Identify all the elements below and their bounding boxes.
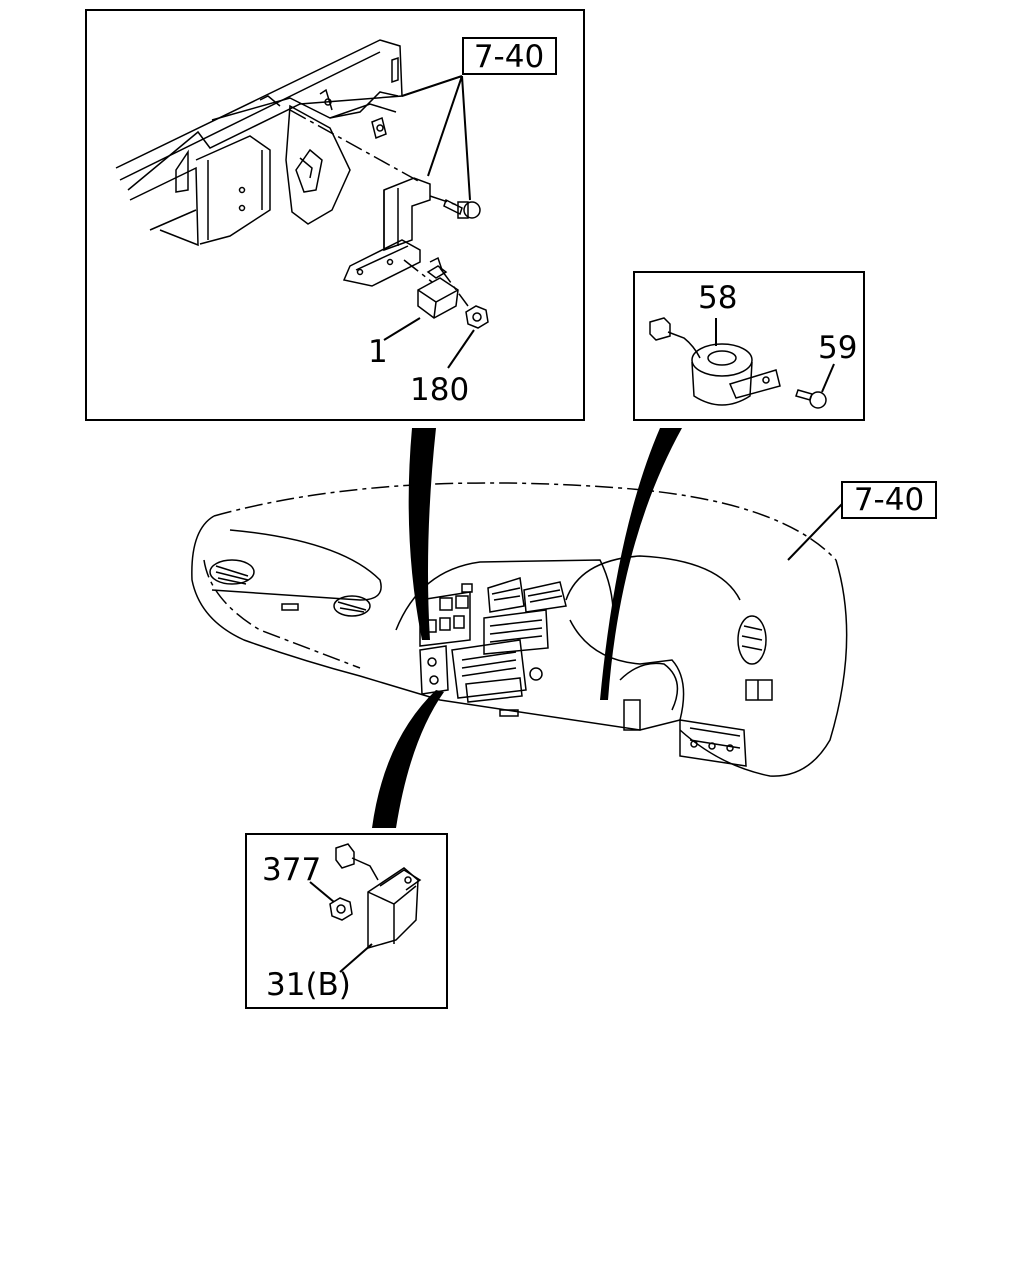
callout-box-ref-top	[462, 37, 557, 75]
inset-flasher: 377 31(B)	[245, 833, 448, 1009]
inset-frame-top-left	[85, 9, 585, 421]
inset-buzzer: 58 59	[633, 271, 865, 421]
pointer-wedges	[372, 428, 682, 828]
callout-part-58: 58	[698, 280, 737, 316]
callout-part-59: 59	[818, 330, 857, 366]
pointer-wedge-flasher	[372, 690, 444, 828]
callout-part-180: 180	[410, 372, 469, 408]
pointer-wedge-buzzer	[600, 428, 682, 700]
callout-ref-dash: 7-40	[854, 482, 924, 518]
relay-bracket-drawing	[289, 109, 469, 307]
bolt-drawing	[443, 198, 481, 219]
callout-part-1: 1	[368, 334, 388, 370]
buzzer-drawing	[649, 317, 827, 409]
dashboard-drawing: 7-40	[191, 481, 937, 777]
inset-frame-bottom	[245, 833, 448, 1009]
callout-part-377: 377	[262, 852, 321, 888]
cowl-beam-drawing	[115, 39, 403, 247]
pointer-wedge-relay	[408, 428, 436, 640]
callout-box-ref-dash	[841, 481, 937, 519]
callout-ref-top: 7-40	[474, 39, 544, 75]
nut-drawing	[465, 305, 489, 329]
inset-frame-top-right	[633, 271, 865, 421]
inset-relay-bracket: 7-40 1 180	[85, 9, 585, 421]
callout-part-31b: 31(B)	[266, 967, 351, 1003]
relay-drawing	[417, 265, 459, 319]
